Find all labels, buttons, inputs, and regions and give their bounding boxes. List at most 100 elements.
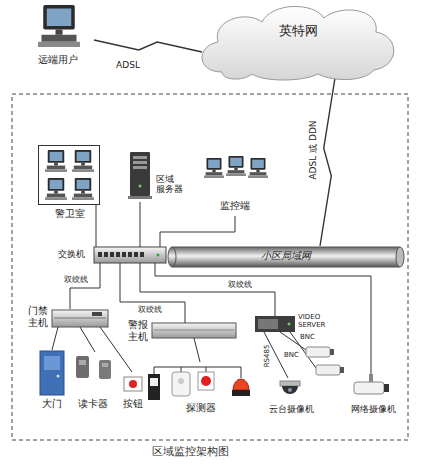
detectors (150, 378, 158, 386)
node-label: 门禁 主机 (28, 305, 50, 328)
network-camera (384, 384, 389, 392)
node-label: 远端用户 (22, 54, 94, 66)
detectors (148, 367, 250, 400)
detectors (148, 374, 160, 400)
cloud-outline (192, 2, 404, 82)
door (57, 375, 60, 378)
detectors (178, 378, 184, 384)
bnc-cameras (340, 367, 344, 373)
alarm-controller (154, 330, 234, 331)
signal-label: BNC (284, 352, 299, 360)
switch-device (140, 252, 144, 257)
detectors (241, 367, 242, 378)
button-node: 按钮 (118, 372, 148, 412)
ptz-camera (280, 381, 300, 386)
alarm-host: 警报 主机 (128, 323, 238, 338)
detectors (154, 367, 241, 368)
detectors (181, 367, 182, 372)
connector-label: RS485 (264, 345, 272, 368)
connector-label: ADSL 或 DDN (309, 120, 319, 179)
network-camera (354, 374, 389, 394)
push-button (124, 377, 142, 391)
node-label: 探测器 (142, 402, 260, 414)
connector-label: ADSL (116, 61, 140, 71)
detectors (232, 390, 250, 396)
cable-connector (52, 327, 58, 350)
cable-connector (155, 263, 371, 374)
signal-label: BNC (300, 334, 315, 342)
switch-device (104, 252, 108, 257)
monitor-station: 监控端 (200, 154, 270, 216)
card-reader (102, 363, 108, 367)
detectors (154, 367, 155, 374)
alarm-controller (152, 323, 236, 338)
lan-pipe: 小区局域网 (168, 246, 404, 268)
node-label: 警报 主机 (128, 319, 150, 342)
guard-computers (45, 178, 67, 200)
switch-device (122, 252, 126, 257)
internet-cloud: 英特网 (192, 2, 404, 82)
door (40, 351, 64, 395)
lightning-link (94, 40, 202, 52)
switch-device (94, 247, 166, 263)
access-controller (54, 318, 106, 319)
guard-computers (45, 150, 67, 172)
switch-device (94, 247, 166, 263)
cable-connector (80, 327, 95, 352)
pipe-outline (172, 267, 400, 268)
server-tower (133, 166, 147, 169)
node-label: 小区局域网 (168, 250, 404, 262)
connector-label: 双绞线 (64, 276, 88, 285)
card-reader (76, 356, 89, 378)
switch-device (157, 254, 160, 257)
node-label: 交换机 (58, 249, 92, 259)
server-tower (133, 156, 147, 159)
detectors (201, 376, 211, 386)
node-label: 网络摄像机 (338, 404, 408, 414)
guard-computers (45, 150, 94, 200)
switch-device (128, 252, 132, 257)
remote-user: 远端用户 (22, 2, 94, 68)
pipe-outline (172, 247, 400, 248)
cable-connector (160, 216, 235, 247)
server-tower (133, 161, 147, 164)
server-tower (139, 185, 142, 188)
cable-connector (140, 202, 141, 247)
node-label: 大门 (36, 398, 68, 410)
area-server: 区域 服务器 (126, 150, 192, 202)
network-switch: 交换机 (58, 247, 166, 263)
connector-label: 双绞线 (228, 281, 252, 290)
network-camera-node: 网络摄像机 (338, 374, 408, 416)
access-host: 门禁 主机 (28, 309, 108, 327)
access-controller (52, 310, 108, 327)
monitor-computers (204, 158, 224, 178)
pipe-outline (168, 247, 176, 267)
server-tower (128, 196, 152, 199)
switch-device (134, 252, 138, 257)
guard-computers (72, 178, 94, 200)
region-border (12, 94, 408, 440)
access-controller (92, 312, 102, 316)
video-server-node: VIDEO SERVER (255, 316, 337, 332)
ptz-camera (288, 388, 292, 392)
pipe-outline (396, 247, 404, 267)
detector-node: 探测器 (142, 362, 260, 414)
node-label: 监控端 (200, 200, 270, 212)
bnc-cameras (316, 365, 340, 375)
connector-label: 双绞线 (138, 306, 162, 315)
push-button (129, 380, 137, 388)
remote-computer (38, 5, 80, 47)
door (40, 351, 64, 395)
switch-device (98, 252, 102, 257)
node-label: 读卡器 (70, 398, 116, 410)
cable-connector (120, 263, 185, 323)
video-server (255, 316, 295, 332)
node-label: VIDEO SERVER (298, 313, 332, 329)
ptz-camera (282, 386, 298, 394)
guard-room: 警卫室 (38, 145, 100, 205)
cable-connector (194, 338, 200, 362)
card-reader-node: 读卡器 (70, 352, 116, 412)
detectors (206, 367, 207, 372)
cable-connector (70, 263, 100, 309)
